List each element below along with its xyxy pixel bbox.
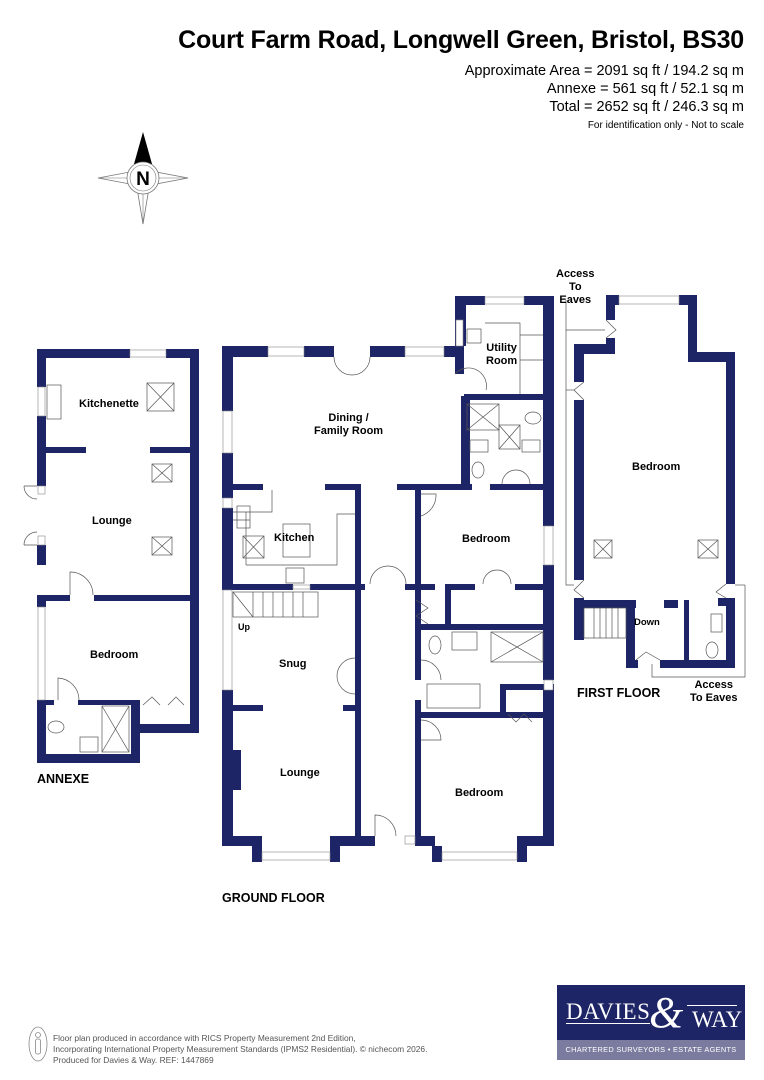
room-label-first-bedroom: Bedroom [632,461,681,473]
floor-label-ground: GROUND FLOOR [222,891,325,905]
stairs-up-label: Up [238,622,250,632]
logo-rule [687,1005,737,1006]
scale-disclaimer: For identification only - Not to scale [587,120,744,131]
svg-text:N: N [136,169,150,190]
property-address-title: Court Farm Road, Longwell Green, Bristol… [178,26,744,54]
compass-north-icon: N [97,132,189,225]
area-summary: Approximate Area = 2091 sq ft / 194.2 sq… [465,62,744,133]
stairs-down-label: Down [634,617,660,628]
room-label-dining-family: Dining / Family Room [314,412,384,437]
logo-ampersand: & [649,988,684,1037]
room-label-ground-lounge: Lounge [280,767,320,779]
room-label-kitchen: Kitchen [274,532,315,544]
davies-way-logo: DAVIES & WAY CHARTERED SURVEYORS • ESTAT… [557,985,745,1060]
area-main: Approximate Area = 2091 sq ft / 194.2 sq… [464,63,744,79]
room-label-ground-bedroom-front: Bedroom [455,787,504,799]
rics-person-icon [28,1026,48,1062]
logo-davies-text: DAVIES [566,999,651,1024]
floor-label-annexe: ANNEXE [37,772,90,786]
logo-way-text: WAY [692,1007,743,1032]
access-eaves-bottom-label: Access To Eaves [690,679,738,704]
area-total: Total = 2652 sq ft / 246.3 sq m [549,99,744,115]
area-annexe: Annexe = 561 sq ft / 52.1 sq m [546,81,744,97]
room-label-kitchenette: Kitchenette [79,398,139,410]
logo-rule [566,1023,650,1024]
access-eaves-top-label: Access To Eaves [556,268,595,306]
room-label-ground-bedroom-rear: Bedroom [462,533,511,545]
room-label-annexe-lounge: Lounge [92,515,132,527]
room-label-snug: Snug [279,658,307,670]
room-label-utility: Utility Room [486,342,518,367]
floor-label-first: FIRST FLOOR [577,686,661,700]
footer-disclaimer: Floor plan produced in accordance with R… [53,1033,428,1065]
room-label-annexe-bedroom: Bedroom [90,649,139,661]
logo-tagline: CHARTERED SURVEYORS • ESTATE AGENTS [557,1040,745,1060]
